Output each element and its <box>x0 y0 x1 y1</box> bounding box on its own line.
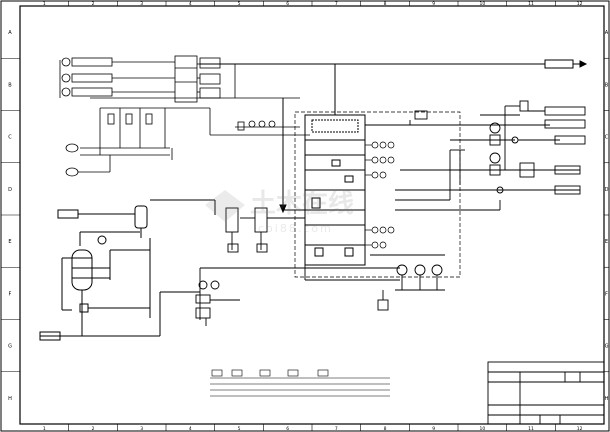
left-vessel-group <box>39 199 216 341</box>
bottom-legend <box>210 369 390 397</box>
frame-column-number: 12 <box>577 426 583 432</box>
frame-row-letter: B <box>605 82 609 88</box>
watermark: 土木在线 coi88.com <box>205 189 354 235</box>
frame-row-letter: C <box>605 135 609 141</box>
frame-row-letter: D <box>8 187 12 193</box>
frame-row-letter: F <box>9 291 12 297</box>
frame-column-number: 4 <box>189 426 192 432</box>
frame-row-letter: H <box>8 396 12 402</box>
frame-column-number: 8 <box>384 426 387 432</box>
frame-column-number: 3 <box>140 426 143 432</box>
frame-column-number: 3 <box>140 1 143 7</box>
frame-column-number: 10 <box>479 426 485 432</box>
frame-column-number: 6 <box>286 1 289 7</box>
frame-row-letter: G <box>8 344 12 350</box>
frame-column-number: 2 <box>92 1 95 7</box>
frame-column-number: 6 <box>286 426 289 432</box>
frame-grid-left: A B C D E F G H <box>1 30 20 402</box>
bottom-pump-group <box>195 207 445 326</box>
main-header-line <box>200 59 588 69</box>
frame-row-letter: D <box>605 187 609 193</box>
frame-row-letter: E <box>605 239 608 245</box>
frame-column-number: 9 <box>432 426 435 432</box>
frame-column-number: 1 <box>43 426 46 432</box>
frame-column-number: 10 <box>479 1 485 7</box>
frame-column-number: 5 <box>238 426 241 432</box>
process-area-boundary <box>294 111 461 278</box>
watermark-url: coi88.com <box>258 222 333 235</box>
central-column-vessel <box>304 64 395 266</box>
frame-column-number: 4 <box>189 1 192 7</box>
frame-row-letter: E <box>8 239 11 245</box>
frame-row-letter: A <box>605 30 609 36</box>
frame-column-number: 12 <box>577 1 583 7</box>
frame-column-number: 5 <box>238 1 241 7</box>
frame-column-number: 11 <box>528 1 534 7</box>
frame-row-letter: A <box>8 30 12 36</box>
frame-column-number: 7 <box>335 426 338 432</box>
frame-column-number: 9 <box>432 1 435 7</box>
frame-grid-right: A B C D E F G H <box>604 30 609 402</box>
frame-row-letter: F <box>605 291 608 297</box>
frame-row-letter: C <box>8 135 12 141</box>
watermark-logo-icon <box>205 190 245 222</box>
frame-column-number: 7 <box>335 1 338 7</box>
frame-column-number: 1 <box>43 1 46 7</box>
frame-row-letter: B <box>8 82 12 88</box>
boiler-group <box>59 55 310 177</box>
frame-column-number: 11 <box>528 426 534 432</box>
frame-row-letter: H <box>605 396 609 402</box>
title-block <box>487 361 605 425</box>
feed-line <box>279 98 305 214</box>
frame-column-number: 2 <box>92 426 95 432</box>
watermark-brand: 土木在线 <box>250 189 354 219</box>
frame-column-number: 8 <box>384 1 387 7</box>
frame-row-letter: G <box>605 344 609 350</box>
right-service-lines <box>365 100 586 211</box>
